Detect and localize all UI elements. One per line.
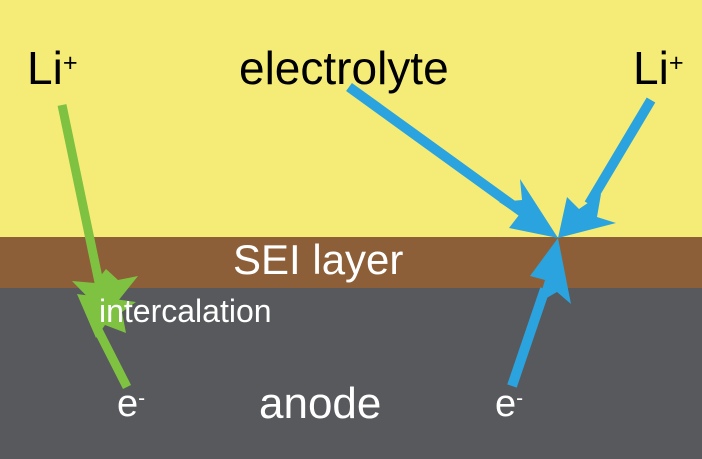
label-electron-left: e- xyxy=(117,385,145,423)
label-anode-text: anode xyxy=(259,379,382,428)
label-intercalation: intercalation xyxy=(99,295,272,327)
blue-electrolyte-down-arrow-head xyxy=(499,179,558,238)
label-lithium-ion-right-text: Li xyxy=(633,42,669,94)
blue-li-ion-down-arrow-shaft xyxy=(584,97,656,207)
blue-electrolyte-down-arrow-shaft xyxy=(346,82,525,217)
label-anode: anode xyxy=(259,382,381,426)
blue-electron-up-arrow-head xyxy=(530,238,571,304)
label-lithium-ion-left: Li+ xyxy=(27,45,78,91)
label-sei-layer: SEI layer xyxy=(233,239,403,281)
green-li-ion-down-arrow xyxy=(57,104,138,316)
green-electron-up-arrow xyxy=(77,294,136,390)
label-electrolyte-text: electrolyte xyxy=(239,42,449,94)
blue-li-ion-down-arrow xyxy=(558,97,656,238)
label-lithium-ion-right: Li+ xyxy=(633,45,684,91)
label-electron-right-charge: - xyxy=(516,387,524,411)
green-li-ion-down-arrow-shaft xyxy=(57,104,106,293)
green-li-ion-down-arrow-head xyxy=(72,269,138,316)
blue-electron-up-arrow xyxy=(507,238,571,388)
label-lithium-ion-right-charge: + xyxy=(668,48,684,77)
label-intercalation-text: intercalation xyxy=(99,293,272,329)
blue-electrolyte-down-arrow xyxy=(346,82,558,238)
label-electrolyte: electrolyte xyxy=(239,45,449,91)
blue-li-ion-down-arrow-head xyxy=(558,194,616,238)
label-electron-right-text: e xyxy=(495,383,517,425)
label-lithium-ion-left-text: Li xyxy=(27,42,63,94)
label-lithium-ion-left-charge: + xyxy=(62,48,78,77)
label-sei-layer-text: SEI layer xyxy=(233,236,404,283)
electrolyte-region xyxy=(0,0,702,237)
label-electron-left-charge: - xyxy=(138,387,146,411)
label-electron-right: e- xyxy=(495,385,523,423)
blue-electron-up-arrow-shaft xyxy=(507,287,550,388)
label-electron-left-text: e xyxy=(117,383,139,425)
green-electron-up-arrow-head xyxy=(77,294,136,338)
